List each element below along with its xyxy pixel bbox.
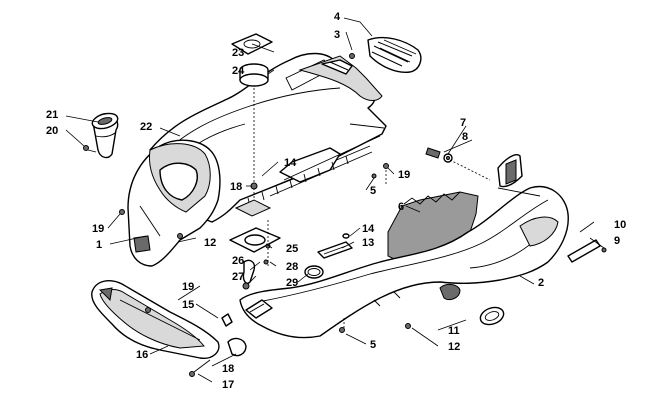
callout-29: 29 — [286, 277, 298, 289]
callout-19-right: 19 — [398, 169, 410, 181]
callout-10: 10 — [614, 219, 626, 231]
rear-vent-part — [367, 36, 422, 73]
callout-17: 17 — [222, 379, 234, 391]
callout-12-right: 12 — [448, 341, 460, 353]
callout-6: 6 — [398, 201, 404, 213]
callout-24: 24 — [232, 65, 245, 77]
callout-4: 4 — [334, 11, 341, 23]
callout-21: 21 — [46, 109, 58, 121]
bolt-washer-parts — [425, 147, 491, 181]
callout-2: 2 — [538, 277, 544, 289]
callout-3: 3 — [334, 29, 340, 41]
right-skirt-part — [239, 154, 569, 339]
callout-23: 23 — [232, 47, 244, 59]
callout-22: 22 — [140, 121, 152, 133]
callout-25: 25 — [286, 243, 298, 255]
leader-lines — [65, 17, 605, 383]
callout-8: 8 — [462, 131, 468, 143]
callout-11: 11 — [448, 325, 460, 337]
callout-26: 26 — [232, 255, 244, 267]
callout-labels: 3 4 23 24 22 21 20 7 8 19 5 14 18 19 1 1… — [46, 11, 626, 391]
trim-strip-part — [567, 239, 607, 263]
callout-9: 9 — [614, 235, 620, 247]
left-side-panel-part — [127, 139, 221, 267]
callout-18-bottom: 18 — [222, 363, 234, 375]
callout-16: 16 — [136, 349, 148, 361]
callout-7: 7 — [460, 117, 466, 129]
callout-5-bottom: 5 — [370, 339, 376, 351]
front-bumper-part — [91, 280, 220, 359]
clamp-ring-part — [304, 265, 324, 279]
lower-plate-part — [229, 199, 281, 290]
bracket-parts — [317, 233, 353, 259]
callout-20: 20 — [46, 125, 58, 137]
callout-12-left: 12 — [204, 237, 216, 249]
hardware-parts — [189, 299, 273, 377]
cap-part — [479, 306, 505, 326]
callout-27: 27 — [232, 271, 244, 283]
callout-14-top: 14 — [284, 157, 297, 169]
callout-14-mid: 14 — [362, 223, 375, 235]
callout-15: 15 — [182, 299, 194, 311]
callout-19-bottom: 19 — [182, 281, 194, 293]
boot-part — [83, 112, 119, 159]
callout-19-left: 19 — [92, 223, 104, 235]
callout-28: 28 — [286, 261, 298, 273]
callout-13: 13 — [362, 237, 374, 249]
callout-1: 1 — [96, 239, 102, 251]
callout-5-top: 5 — [370, 185, 376, 197]
callout-18-top: 18 — [230, 181, 242, 193]
